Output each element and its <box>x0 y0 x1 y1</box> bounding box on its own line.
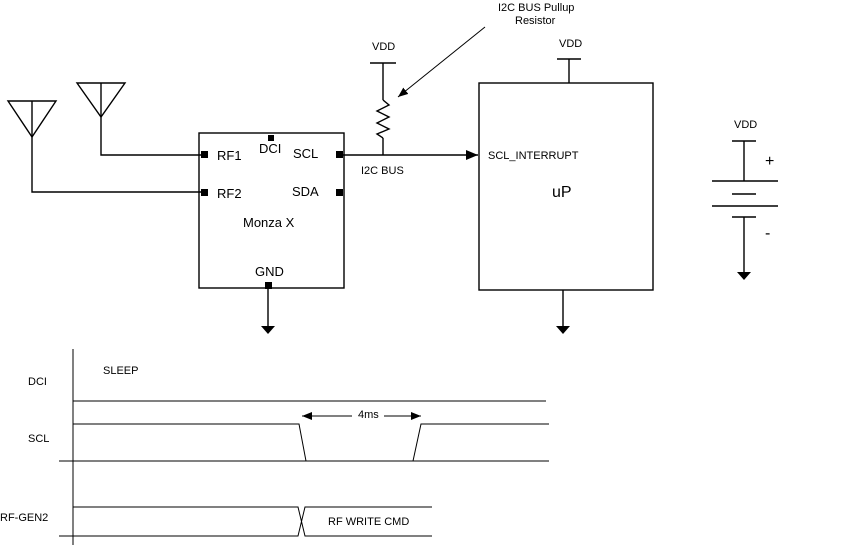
battery-plus: + <box>765 153 774 170</box>
annotation-line2: Resistor <box>515 15 556 27</box>
annotation-arrow <box>397 26 486 98</box>
gnd-pin <box>265 282 272 289</box>
sleep-label: SLEEP <box>103 365 138 377</box>
vdd-battery-label: VDD <box>734 119 757 131</box>
antenna-2-icon <box>75 82 204 156</box>
rf1-label: RF1 <box>217 148 242 163</box>
scl-waveform <box>73 423 549 462</box>
i2c-bus-label: I2C BUS <box>361 165 404 177</box>
timing-diagram: DCI SLEEP SCL 4ms RF-GEN2 RF WRITE CMD <box>0 349 549 545</box>
dci-row-label: DCI <box>28 376 47 388</box>
monza-x-chip: RF1 RF2 DCI SCL SDA Monza X GND <box>198 132 345 289</box>
vdd-up-label: VDD <box>559 38 582 50</box>
vdd-resistor-label: VDD <box>372 41 395 53</box>
chip-name: Monza X <box>243 215 295 230</box>
duration-label: 4ms <box>358 409 379 421</box>
dci-pin <box>268 135 274 141</box>
antenna-1-icon <box>6 100 204 193</box>
scl-pin <box>336 151 343 158</box>
chip-ground-icon <box>261 289 275 334</box>
microprocessor-block: VDD SCL_INTERRUPT uP <box>478 38 654 291</box>
rfgen2-waveform-high <box>59 506 432 537</box>
rf-write-label: RF WRITE CMD <box>328 516 409 528</box>
processor-name: uP <box>552 184 572 201</box>
battery-minus: - <box>765 225 770 242</box>
gnd-label: GND <box>255 264 284 279</box>
sda-pin <box>336 189 343 196</box>
pullup-resistor: VDD <box>370 41 396 155</box>
battery-icon: VDD + - <box>712 119 778 280</box>
processor-ground-icon <box>556 290 570 334</box>
scl-label: SCL <box>293 146 318 161</box>
rf1-pin <box>201 151 208 158</box>
rfgen2-row-label: RF-GEN2 <box>0 512 48 524</box>
annotation-line1: I2C BUS Pullup <box>498 2 574 14</box>
sda-label: SDA <box>292 184 319 199</box>
scl-row-label: SCL <box>28 433 49 445</box>
dci-label: DCI <box>259 141 281 156</box>
rf2-label: RF2 <box>217 186 242 201</box>
rf2-pin <box>201 189 208 196</box>
scl-interrupt-label: SCL_INTERRUPT <box>488 150 579 162</box>
